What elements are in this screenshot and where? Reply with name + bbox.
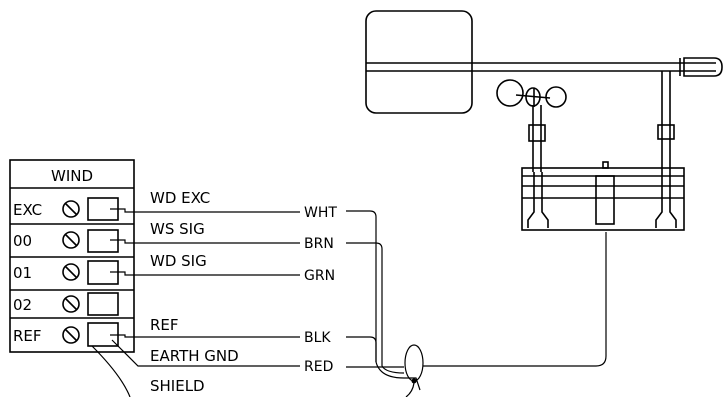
terminal-label-01: 01 [13, 264, 32, 282]
signal-label-shield: SHIELD [150, 377, 205, 395]
wire-label-brn: BRN [304, 236, 334, 252]
wiring: WD EXC WHT WS SIG BRN WD SIG GRN REF BLK… [91, 189, 607, 397]
terminal-label-02: 02 [13, 296, 32, 314]
panel-title: WIND [51, 167, 93, 185]
anemometer-cups-icon [496, 79, 567, 108]
wind-vane-fin [365, 10, 473, 114]
terminal-label-00: 00 [13, 232, 32, 250]
wire-label-grn: GRN [304, 268, 335, 284]
screw-icon [62, 295, 80, 313]
signal-label-ws-sig: WS SIG [150, 220, 205, 238]
screw-icon [62, 263, 80, 281]
panel-outline [9, 159, 135, 353]
wire-label-wht: WHT [304, 205, 337, 221]
junction-box [521, 167, 685, 231]
signal-label-wd-exc: WD EXC [150, 189, 210, 207]
signal-label-ref: REF [150, 316, 179, 334]
cable-bundle-loop [404, 344, 424, 382]
terminal-label-ref: REF [13, 327, 42, 345]
wind-terminal-panel: WIND EXC 00 01 02 REF [9, 159, 135, 353]
signal-label-wd-sig: WD SIG [150, 252, 207, 270]
signal-label-earth-gnd: EARTH GND [150, 347, 239, 365]
terminal-label-exc: EXC [13, 201, 42, 219]
crossarm-end [683, 57, 723, 77]
wire-label-blk: BLK [304, 330, 331, 346]
sensor-cable [423, 232, 607, 367]
terminal-block [87, 292, 119, 316]
wire-label-red: RED [304, 359, 333, 375]
screw-icon [62, 200, 80, 218]
screw-icon [62, 231, 80, 249]
terminal-block [87, 229, 119, 253]
screw-icon [62, 326, 80, 344]
wind-sensor-assembly [365, 10, 723, 231]
